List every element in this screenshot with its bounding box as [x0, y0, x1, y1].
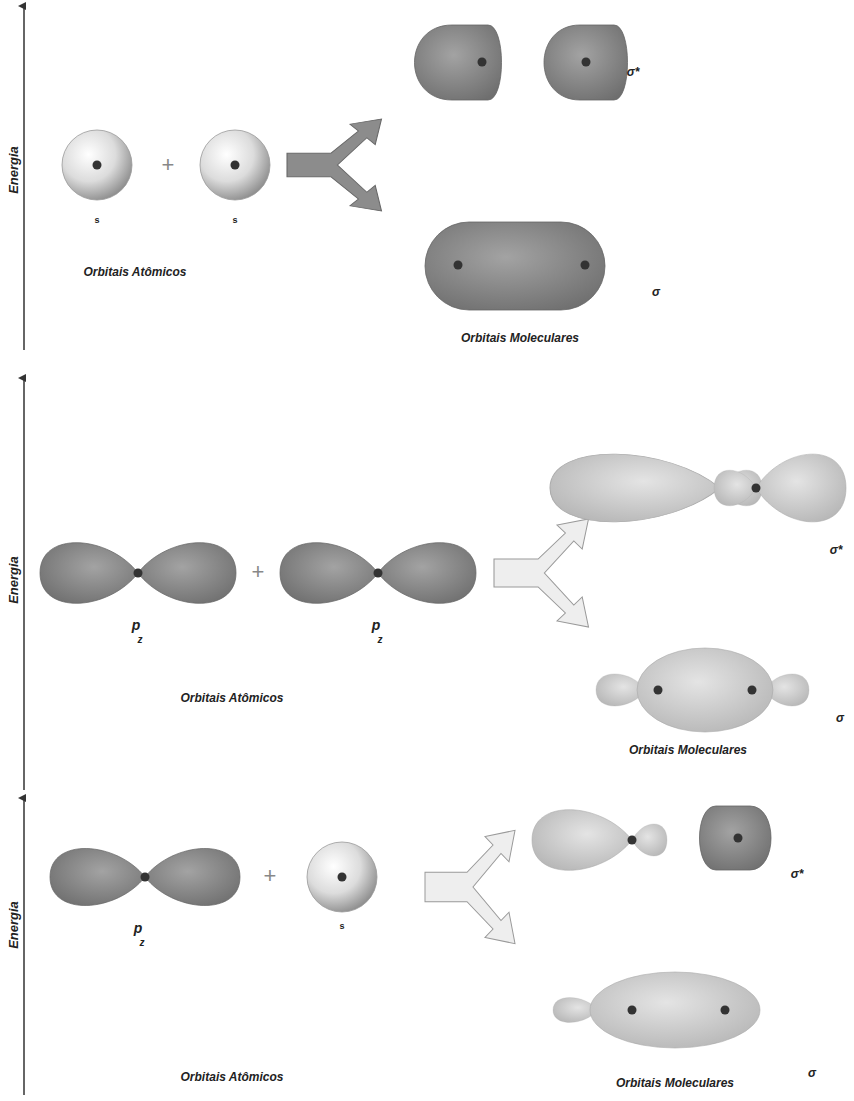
orbital-label: p	[134, 921, 143, 935]
mo-symbol: σ	[652, 286, 660, 298]
panel-s-s	[24, 6, 628, 350]
axis-label: Energia	[7, 146, 20, 194]
caption-label: Orbitais Atômicos	[181, 692, 284, 704]
plus-sign: +	[252, 561, 265, 583]
orbital-subscript: z	[138, 635, 143, 645]
mo-symbol: σ*	[627, 66, 640, 78]
caption-label: Orbitais Atômicos	[84, 266, 187, 278]
mo-symbol: σ*	[791, 868, 804, 880]
caption-label: Orbitais Moleculares	[616, 1077, 734, 1089]
mo-symbol: σ	[808, 1067, 816, 1079]
mo-symbol: σ*	[830, 544, 843, 556]
mo-symbol: σ	[836, 712, 844, 724]
orbital-subscript: z	[140, 938, 145, 948]
panel-p-s	[24, 798, 771, 1095]
orbital-label: s	[339, 922, 344, 931]
orbital-label: s	[94, 216, 99, 225]
caption-label: Orbitais Atômicos	[181, 1071, 284, 1083]
panel-p-p	[24, 378, 846, 790]
orbital-label: p	[132, 618, 141, 632]
plus-sign: +	[264, 865, 277, 887]
orbital-label: s	[232, 216, 237, 225]
caption-label: Orbitais Moleculares	[629, 744, 747, 756]
caption-label: Orbitais Moleculares	[461, 332, 579, 344]
orbital-subscript: z	[378, 635, 383, 645]
axis-label: Energia	[7, 901, 20, 949]
orbital-label: p	[372, 618, 381, 632]
axis-label: Energia	[7, 556, 20, 604]
plus-sign: +	[162, 154, 175, 176]
